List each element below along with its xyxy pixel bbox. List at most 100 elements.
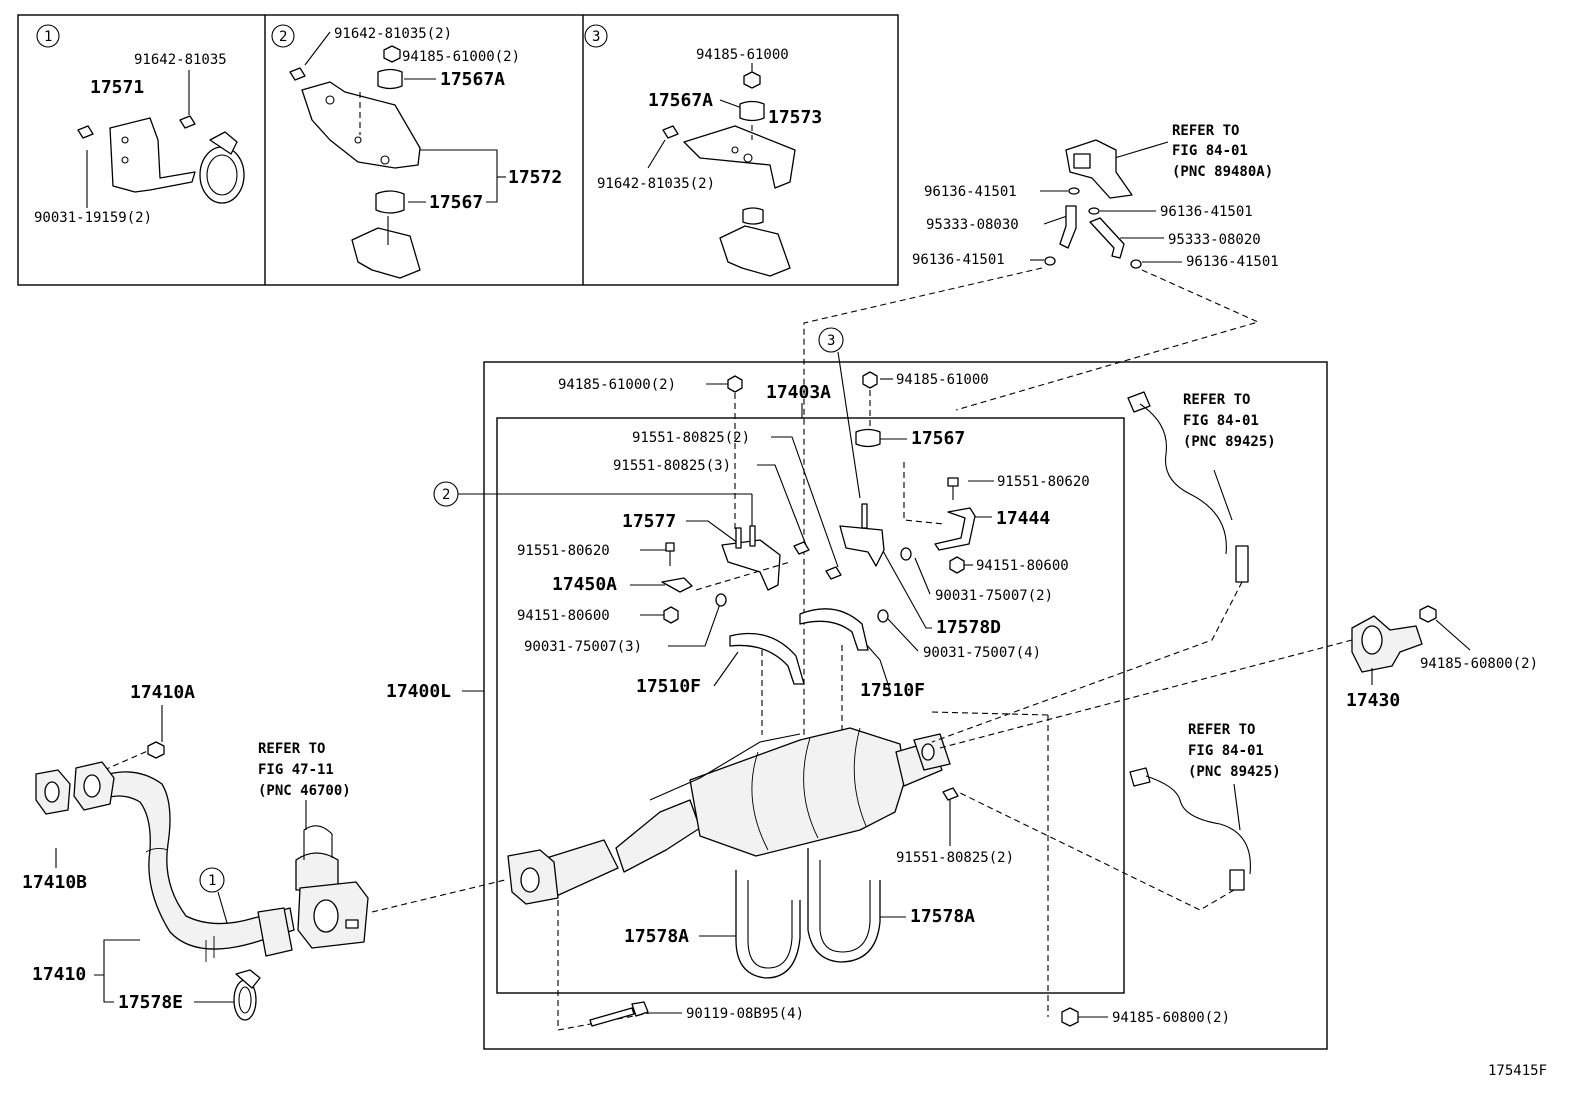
- main-label-25: 94185-60800(2): [1112, 1010, 1230, 1026]
- sensor-top-label-5: 95333-08020: [1168, 232, 1261, 248]
- inset-3-number: 3: [592, 29, 600, 45]
- inset-1-label-1: 91642-81035: [134, 52, 227, 68]
- sensor-top-label-6: 96136-41501: [1186, 254, 1279, 270]
- main-parts: [371, 371, 1079, 1031]
- bolt-icon: [77, 125, 94, 139]
- main-label-4: 17567: [911, 428, 965, 449]
- inset-1-number: 1: [44, 29, 52, 45]
- inset-2-label-5: 17567: [429, 192, 483, 213]
- bolt-icon: [665, 542, 675, 552]
- main-label-11: 94151-80600: [976, 558, 1069, 574]
- front-refer-2: FIG 47-11: [258, 762, 334, 778]
- sensor-top-label-4: 96136-41501: [1160, 204, 1253, 220]
- main-label-14: 94151-80600: [517, 608, 610, 624]
- main-callouts: 2 3: [433, 327, 861, 535]
- bracket-17578D: [839, 525, 885, 567]
- nut-icon: [743, 71, 761, 89]
- callout-3: 3: [827, 333, 835, 349]
- tail-label-2: 94185-60800(2): [1420, 656, 1538, 672]
- nut-icon: [1419, 605, 1437, 623]
- inset-2-label-4: 17572: [508, 167, 562, 188]
- main-label-9: 17577: [622, 511, 676, 532]
- bracket-17572: [301, 81, 421, 169]
- front-label-2: 17410B: [22, 872, 87, 893]
- main-label-15: 17578D: [936, 617, 1001, 638]
- sensor-top-label-2: 95333-08030: [926, 217, 1019, 233]
- u-bolt-17578A-left: [735, 870, 801, 979]
- callout-2: 2: [442, 487, 450, 503]
- hose-95333-08030: [1059, 205, 1077, 249]
- sensor-rl-refer-3: (PNC 89425): [1188, 764, 1281, 780]
- oxygen-sensor-upper: REFER TO FIG 84-01 (PNC 89425): [931, 391, 1276, 743]
- bracket-17573: [683, 125, 796, 189]
- bushing-17567A: [377, 68, 403, 90]
- bolt-icon: [289, 67, 306, 81]
- hose-95333-08020: [1089, 217, 1125, 259]
- main-label-12: 17450A: [552, 574, 617, 595]
- front-label-3: 17410: [32, 964, 86, 985]
- inset-3-label-4: 91642-81035(2): [597, 176, 715, 192]
- front-refer-1: REFER TO: [258, 741, 325, 757]
- heat-shield-17510F-left: [729, 632, 805, 685]
- bushing-17567: [855, 428, 881, 448]
- front-label-1: 17410A: [130, 682, 195, 703]
- bushing-17567: [375, 190, 405, 214]
- inset-2-label-3: 17567A: [440, 69, 505, 90]
- front-pipe-group: 17410A 17410B 17410 17578E REFER TO FIG …: [22, 682, 369, 1021]
- nut-icon: [949, 556, 965, 574]
- sensor-top-label-1: 96136-41501: [924, 184, 1017, 200]
- catalytic-converter: [689, 727, 906, 857]
- main-label-13: 90031-75007(2): [935, 588, 1053, 604]
- vacuum-sensor-group: REFER TO FIG 84-01 (PNC 89480A) 96136-41…: [803, 123, 1279, 740]
- main-label-23: 17578A: [910, 906, 975, 927]
- inset-1-label-3: 90031-19159(2): [34, 210, 152, 226]
- tail-label-1: 17430: [1346, 690, 1400, 711]
- main-label-18: 17510F: [636, 676, 701, 697]
- main-label-21: 91551-80825(2): [896, 850, 1014, 866]
- front-callout-1: 1: [208, 873, 216, 889]
- bolt-90119: [589, 1007, 635, 1027]
- tail-pipe-group: 17430 94185-60800(2): [939, 605, 1538, 749]
- inset-2-label-2: 94185-61000(2): [402, 49, 520, 65]
- sensor-ru-refer-1: REFER TO: [1183, 392, 1250, 408]
- nut-icon: [663, 606, 679, 624]
- main-label-8: 17444: [996, 508, 1050, 529]
- inset-3-label-3: 17573: [768, 107, 822, 128]
- main-label-7: 91551-80620: [997, 474, 1090, 490]
- inset-2-label-1: 91642-81035(2): [334, 26, 452, 42]
- connector-pipe: [615, 799, 701, 873]
- inset-3-label-1: 94185-61000: [696, 47, 789, 63]
- main-label-10: 91551-80620: [517, 543, 610, 559]
- bushing-17567A: [739, 100, 765, 122]
- front-label-4: 17578E: [118, 992, 183, 1013]
- oxygen-sensor-lower: REFER TO FIG 84-01 (PNC 89425): [957, 722, 1281, 911]
- inset-1-label-2: 17571: [90, 77, 144, 98]
- bracket-17571: [109, 117, 196, 193]
- main-label-22: 17578A: [624, 926, 689, 947]
- inset-2: 2 91642-81035(2) 94185-61000(2) 17567A 1…: [271, 24, 562, 279]
- main-label-3: 94185-61000: [896, 372, 989, 388]
- nut-icon: [383, 45, 401, 63]
- bracket-17450A: [661, 577, 693, 593]
- sensor-top-refer-1: REFER TO: [1172, 123, 1239, 139]
- flange-rear: [257, 907, 293, 957]
- main-frames: [483, 361, 1328, 1050]
- heat-shield-17510F-right: [799, 608, 869, 651]
- inset-3: 3 94185-61000 17567A 17573 91642-81035(2…: [584, 24, 822, 277]
- main-label-5: 91551-80825(2): [632, 430, 750, 446]
- sensor-ru-refer-2: FIG 84-01: [1183, 413, 1259, 429]
- bracket-17444: [934, 507, 976, 551]
- figure-id: 175415F: [1488, 1063, 1547, 1079]
- bolt-icon: [947, 477, 959, 487]
- nut-icon: [1061, 1007, 1079, 1027]
- sensor-top-refer-2: FIG 84-01: [1172, 143, 1248, 159]
- sensor-rl-refer-1: REFER TO: [1188, 722, 1255, 738]
- main-label-1: 94185-61000(2): [558, 377, 676, 393]
- nut-icon: [862, 371, 878, 389]
- nut-icon: [147, 741, 165, 759]
- sensor-top-refer-3: (PNC 89480A): [1172, 164, 1273, 180]
- inset-frames: [17, 14, 899, 286]
- front-refer-3: (PNC 46700): [258, 783, 351, 799]
